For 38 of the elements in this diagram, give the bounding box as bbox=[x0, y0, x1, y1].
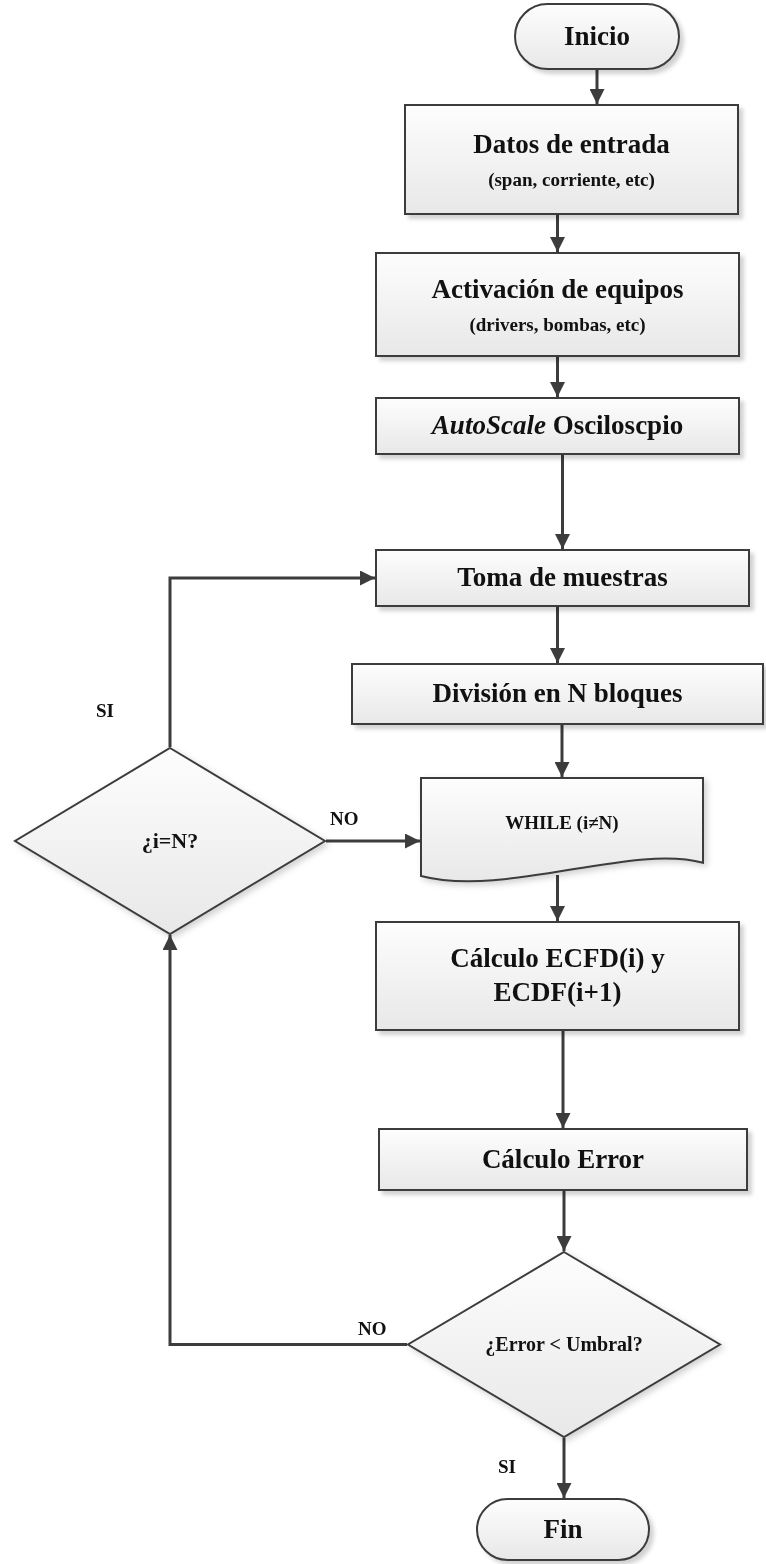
node-label: AutoScale Osciloscpio bbox=[431, 409, 684, 443]
start-terminal bbox=[514, 3, 680, 70]
process-box bbox=[378, 1128, 748, 1191]
node-label: Inicio bbox=[564, 19, 630, 53]
end-terminal bbox=[476, 1498, 650, 1561]
process-box bbox=[351, 663, 764, 725]
node-label: Datos de entrada bbox=[473, 127, 670, 161]
node-label: Toma de muestras bbox=[457, 561, 668, 595]
arrow bbox=[556, 1438, 572, 1498]
arrow bbox=[550, 875, 565, 921]
arrow bbox=[162, 935, 407, 1346]
node-label: ¿i=N? bbox=[141, 827, 199, 855]
arrow bbox=[556, 1191, 572, 1251]
arrow bbox=[168, 570, 375, 747]
arrow bbox=[554, 725, 570, 777]
node-label: División en N bloques bbox=[432, 677, 683, 711]
node-label: Fin bbox=[543, 1512, 583, 1546]
arrow bbox=[550, 607, 565, 663]
decision-diamond bbox=[407, 1251, 721, 1438]
node-label: Cálculo Error bbox=[481, 1142, 645, 1176]
process-box bbox=[404, 104, 739, 215]
arrow bbox=[555, 1031, 571, 1128]
arrow bbox=[550, 215, 565, 252]
arrow bbox=[555, 455, 570, 549]
node-subtext: (drivers, bombas, etc) bbox=[469, 312, 646, 337]
process-box bbox=[375, 549, 750, 607]
process-box bbox=[375, 921, 740, 1031]
arrow bbox=[589, 70, 605, 104]
node-subtext: (span, corriente, etc) bbox=[488, 167, 655, 192]
node-label: Cálculo ECFD(i) y ECDF(i+1) bbox=[449, 942, 666, 1009]
arrow bbox=[326, 833, 420, 849]
node-label: WHILE (i≠N) bbox=[505, 811, 619, 835]
process-box bbox=[375, 252, 740, 357]
arrow bbox=[550, 357, 565, 397]
node-label: Activación de equipos bbox=[431, 272, 684, 306]
decision-diamond bbox=[14, 747, 326, 935]
process-box bbox=[375, 397, 740, 455]
node-label: ¿Error < Umbral? bbox=[485, 1332, 643, 1357]
